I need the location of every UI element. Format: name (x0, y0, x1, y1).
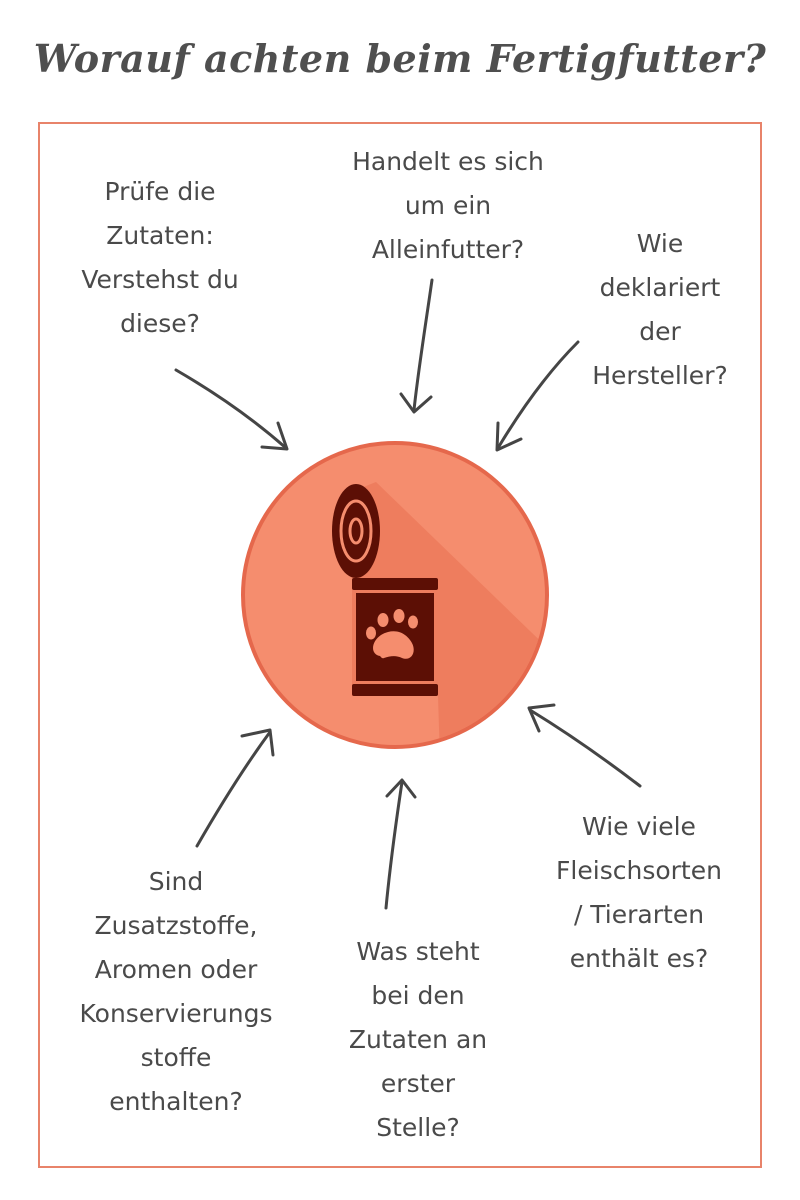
page-title: Worauf achten beim Fertigfutter? (33, 36, 767, 81)
question-line: diese? (120, 309, 200, 338)
question-line: Handelt es sich (352, 147, 544, 176)
question-line: Was steht (356, 937, 480, 966)
arrow-bottom-right (527, 703, 642, 788)
question-line: Zusatzstoffe, (94, 911, 258, 940)
question-ingredients-understood: Prüfe die Zutaten: Verstehst du diese? (60, 170, 260, 346)
question-line: bei den (371, 981, 465, 1010)
arrow-top-center (399, 278, 434, 414)
arrow-bottom-center (384, 778, 417, 910)
question-line: Fleischsorten (556, 856, 722, 885)
question-line: Hersteller? (592, 361, 728, 390)
question-line: Verstehst du (81, 265, 239, 294)
question-complete-feed: Handelt es sich um ein Alleinfutter? (318, 140, 578, 272)
arrow-bottom-left (195, 728, 275, 848)
question-line: Wie (636, 229, 684, 258)
question-meat-types: Wie viele Fleischsorten / Tierarten enth… (536, 805, 742, 981)
paw-print-icon (366, 609, 418, 659)
question-line: Zutaten: (106, 221, 214, 250)
arrow-top-left (174, 368, 289, 451)
question-manufacturer-declaration: Wie deklariert der Hersteller? (570, 222, 750, 398)
question-line: enthalten? (109, 1087, 243, 1116)
question-line: Prüfe die (104, 177, 216, 206)
question-line: stoffe (140, 1043, 212, 1072)
question-line: der (639, 317, 681, 346)
question-line: Wie viele (582, 812, 696, 841)
question-additives: Sind Zusatzstoffe, Aromen oder Konservie… (58, 860, 294, 1124)
arrow-top-right (495, 340, 580, 452)
question-line: Stelle? (376, 1113, 460, 1142)
question-line: Aromen oder (94, 955, 258, 984)
question-line: enthält es? (569, 944, 709, 973)
question-first-ingredient: Was steht bei den Zutaten an erster Stel… (318, 930, 518, 1150)
can-lid-icon (332, 484, 380, 578)
question-line: Konservierungs (79, 999, 273, 1028)
question-line: um ein (404, 191, 492, 220)
question-line: / Tierarten (573, 900, 705, 929)
content-frame (38, 122, 762, 1168)
question-line: Alleinfutter? (371, 235, 525, 264)
question-line: Zutaten an (348, 1025, 488, 1054)
question-line: deklariert (599, 273, 721, 302)
pet-food-can-icon (241, 441, 549, 749)
question-line: erster (380, 1069, 456, 1098)
question-line: Sind (148, 867, 204, 896)
